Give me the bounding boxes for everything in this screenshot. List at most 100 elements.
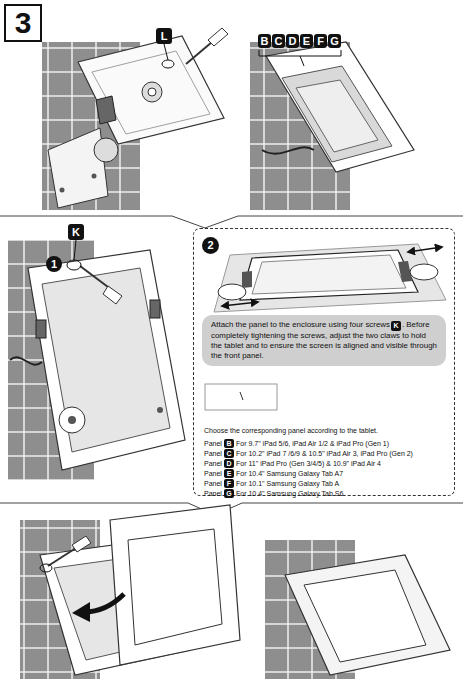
part-badge: C	[272, 34, 285, 48]
panel-badge: E	[224, 469, 234, 478]
detail-box	[205, 384, 277, 410]
callout-box: Choose the corresponding panel according…	[193, 228, 455, 496]
panel-badge: D	[224, 459, 234, 468]
panel-label: Panel	[204, 449, 222, 458]
panel-label: Panel	[204, 479, 222, 488]
screw-ring	[67, 260, 81, 270]
panel-label: Panel	[204, 489, 222, 498]
part-letter: L	[161, 31, 168, 42]
part-letter: B	[226, 440, 231, 447]
enclosure	[28, 250, 185, 470]
tablet-model: For 10.2" iPad 7 /6/9 & 10.5" iPad Air 3…	[236, 449, 413, 458]
part-letter: G	[330, 36, 339, 47]
step-number: 3	[15, 8, 32, 38]
leader-line	[164, 44, 168, 60]
front-panel	[110, 505, 240, 665]
panel-badge: B	[224, 439, 234, 448]
panel-badge: F	[224, 479, 234, 488]
leader-line	[300, 56, 304, 66]
claw	[36, 320, 46, 338]
tablet-model: For 10.4" Samsung Galaxy Tab A7	[236, 469, 343, 478]
panel-badge: G	[224, 489, 234, 498]
enclosure-base	[214, 244, 446, 312]
panel-label: Panel	[204, 469, 222, 478]
hand	[410, 264, 438, 280]
sub-step-circle: 1	[46, 256, 62, 272]
part-letter: E	[303, 36, 310, 47]
bracket-hole	[92, 174, 97, 179]
screwdriver-handle	[103, 286, 122, 304]
plate-hub	[148, 88, 156, 96]
part-badge: D	[286, 34, 299, 48]
screwdriver-shaft	[186, 42, 212, 64]
tablet	[296, 80, 378, 152]
tablet	[240, 250, 418, 300]
callout-number: 2	[207, 240, 213, 251]
part-letter: C	[275, 36, 283, 47]
part-badge: B	[258, 34, 271, 48]
adjust-arrow	[222, 302, 258, 306]
screw	[157, 407, 163, 413]
part-letter: K	[393, 322, 398, 329]
bracket-hole	[60, 188, 65, 193]
screw-ring	[162, 60, 174, 68]
panel-label: Panel	[204, 459, 222, 468]
part-badge: F	[314, 34, 327, 48]
adjust-arrow	[408, 247, 442, 252]
back-plate	[78, 36, 224, 144]
tablet-model: For 9.7" iPad 5/6, iPad Air 1/2 & iPad P…	[236, 439, 389, 448]
part-badge: L	[156, 28, 172, 44]
part-letter: G	[226, 490, 231, 497]
enclosure-frame	[266, 42, 414, 172]
screw-ring	[40, 564, 52, 572]
part-letter: D	[226, 460, 231, 467]
tablet-model: For 10.4" Samsung Galaxy Tab S6	[236, 489, 343, 498]
cable	[10, 357, 42, 364]
part-letter: F	[317, 36, 324, 47]
swivel-joint	[94, 138, 118, 162]
note-box: Attach the panel to the enclosure using …	[202, 315, 446, 366]
step-number-box: 3	[4, 4, 42, 42]
note-text: Attach the panel to the enclosure using …	[211, 320, 390, 329]
panel-label: Panel	[204, 439, 222, 448]
screwdriver-handle	[208, 28, 228, 46]
plate-hub	[142, 82, 162, 102]
tablet	[42, 268, 170, 452]
part-badge: G	[328, 34, 341, 48]
tablet-model: For 11" iPad Pro (Gen 3/4/5) & 10.9" iPa…	[236, 459, 381, 468]
cable	[262, 147, 314, 153]
plate-clip	[96, 96, 116, 124]
panel-badge: C	[224, 449, 234, 458]
front-panel-window	[304, 570, 426, 662]
hand	[218, 284, 246, 300]
screwdriver-handle	[72, 536, 91, 552]
bracket-line	[259, 50, 341, 56]
part-letter: F	[227, 480, 231, 487]
claw	[150, 300, 160, 318]
part-badge: K	[391, 321, 401, 331]
callout-number: 1	[51, 259, 57, 270]
swing-arrow-head	[72, 602, 90, 622]
leader-line	[74, 240, 76, 260]
screwdriver-shaft	[48, 548, 76, 566]
part-letter: B	[261, 36, 269, 47]
plate-outline	[92, 51, 210, 134]
tablet-model: For 10.1" Samsung Galaxy Tab A	[236, 479, 339, 488]
screw	[68, 416, 76, 424]
detail-mark	[240, 392, 243, 400]
front-panel-window	[128, 529, 222, 645]
claw	[242, 271, 252, 288]
detail-circle	[59, 407, 85, 433]
part-letter: D	[289, 36, 297, 47]
instruction-text: Choose the corresponding panel according…	[204, 426, 378, 435]
part-badge: E	[300, 34, 313, 48]
divider	[0, 503, 463, 515]
front-panel	[285, 555, 450, 675]
part-letter: E	[227, 470, 232, 477]
part-letter: K	[72, 227, 80, 238]
sub-step-circle: 2	[202, 237, 219, 254]
part-badge: K	[68, 224, 84, 240]
tablet-screen	[252, 255, 406, 294]
part-letter: C	[226, 450, 231, 457]
